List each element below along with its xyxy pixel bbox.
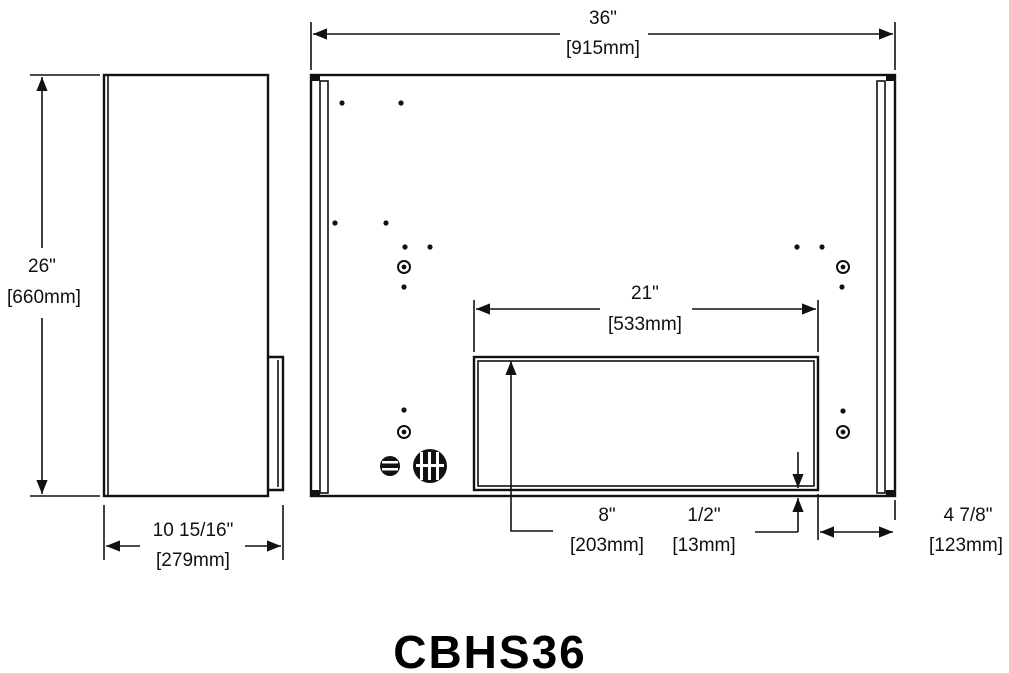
height-dimension: 26" [660mm] [7, 74, 100, 497]
corner-tab-tl [311, 75, 320, 81]
side-bracket [268, 355, 285, 492]
hole [401, 284, 407, 290]
front-view [309, 73, 897, 498]
left-rail [319, 80, 329, 494]
bolt-center [401, 429, 407, 435]
hole [339, 100, 345, 106]
side-panel-outline [102, 73, 270, 498]
front-opening-inner [477, 360, 815, 487]
width-metric: [915mm] [566, 38, 640, 59]
hole [402, 244, 408, 250]
height-imperial: 26" [28, 256, 56, 277]
height-metric: [660mm] [7, 287, 81, 308]
right-rail [876, 80, 886, 494]
depth-imperial: 10 15/16" [153, 520, 234, 541]
opening-offset-imperial: 1/2" [687, 505, 720, 526]
knockout-large [413, 449, 447, 483]
corner-tab-tr [886, 75, 895, 81]
hole [840, 408, 846, 414]
bolt-center [840, 264, 846, 270]
opening-offset-metric: [13mm] [672, 535, 735, 556]
opening-width-metric: [533mm] [608, 314, 682, 335]
opening-offset-dimension: 1/2" [13mm] [672, 452, 804, 556]
depth-metric: [279mm] [156, 550, 230, 571]
side-offset-dimension: 4 7/8" [123mm] [817, 494, 1003, 556]
width-imperial: 36" [589, 8, 617, 29]
corner-tab-bl [311, 490, 320, 496]
hole [819, 244, 825, 250]
bolts [397, 260, 850, 439]
front-opening [472, 355, 820, 492]
opening-height-leader [510, 486, 553, 532]
hole [794, 244, 800, 250]
hole [839, 284, 845, 290]
opening-height-dimension: 8" [203mm] [505, 361, 644, 556]
model-title: CBHS36 [393, 626, 587, 673]
hole [383, 220, 389, 226]
opening-height-metric: [203mm] [570, 535, 644, 556]
opening-height-imperial: 8" [598, 505, 615, 526]
bolt-center [401, 264, 407, 270]
mounting-holes [332, 100, 846, 414]
side-view [102, 73, 285, 498]
side-offset-imperial: 4 7/8" [943, 505, 992, 526]
knockout-small [380, 456, 400, 476]
corner-tab-br [886, 490, 895, 496]
opening-width-dimension: 21" [533mm] [473, 283, 819, 352]
front-panel-outline [309, 73, 897, 498]
width-dimension: 36" [915mm] [310, 8, 896, 70]
hole [427, 244, 433, 250]
depth-dimension: 10 15/16" [279mm] [103, 505, 284, 571]
side-offset-metric: [123mm] [929, 535, 1003, 556]
bolt-center [840, 429, 846, 435]
knockout-small-icon [380, 456, 400, 476]
hole [332, 220, 338, 226]
hole [398, 100, 404, 106]
opening-width-imperial: 21" [631, 283, 659, 304]
hole [401, 407, 407, 413]
